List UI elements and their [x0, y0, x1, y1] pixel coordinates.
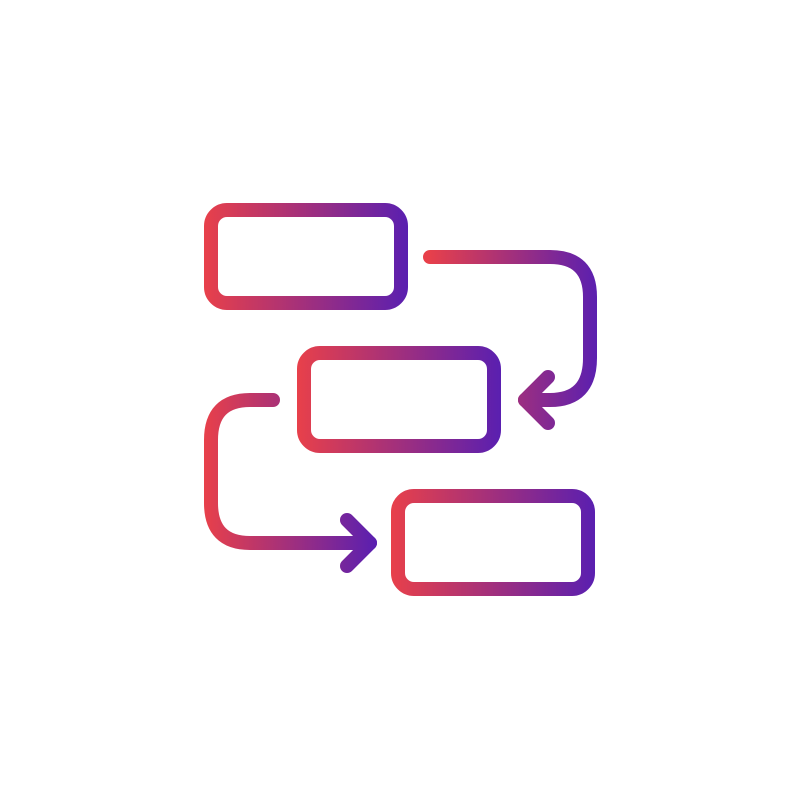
flow-arrow-2-line [204, 393, 377, 550]
flow-arrow-2-head [340, 513, 377, 573]
flow-arrow-1 [423, 250, 597, 430]
flow-arrow-1-line [423, 250, 597, 407]
flow-step-box-2 [297, 346, 501, 453]
flow-arrow-2 [204, 393, 377, 573]
flow-step-box-1 [204, 203, 408, 310]
flow-arrow-1-head [518, 370, 555, 430]
flow-step-box-3 [391, 489, 595, 596]
